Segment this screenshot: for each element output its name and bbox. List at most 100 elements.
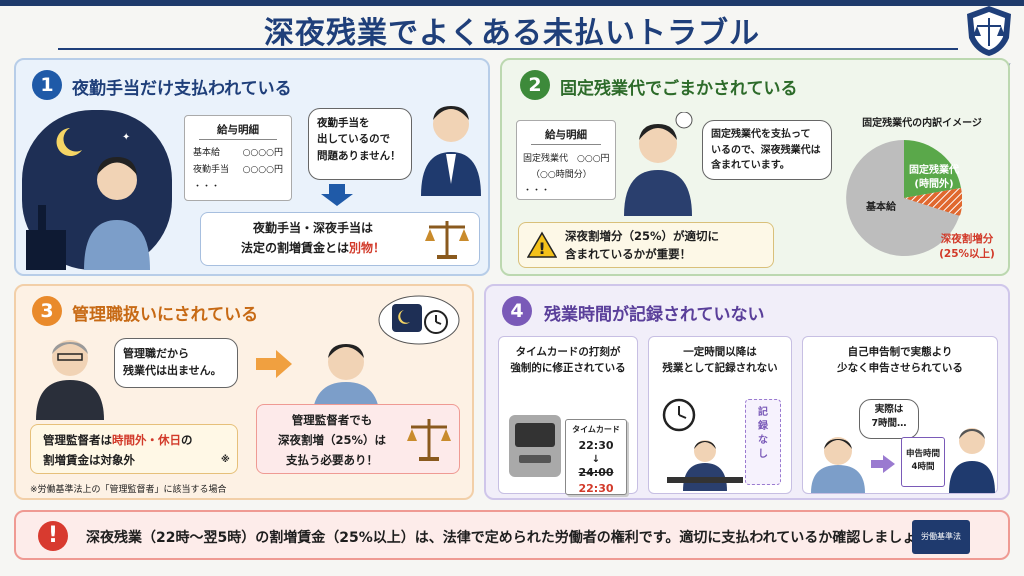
payslip-row-label: 基本給 [193,148,221,158]
alert-icon: ! [38,521,68,551]
time-card: タイムカード 22:30 ↓ 24:00 22:30 [565,419,627,495]
pie-label-base: 基本給 [865,200,897,213]
bottom-message: 深夜残業（22時〜翌5時）の割増賃金（25%以上）は、法律で定められた労働者の権… [86,530,944,546]
step-box-2: 一定時間以降は 残業として記録されない 記 録 な し [648,336,792,494]
time-card-time: 22:30 [578,439,614,452]
warning-line: 含まれているかが重要！ [565,247,692,261]
pie-chart: 基本給 [846,140,962,256]
panel-title: 固定残業代でごまかされている [560,79,798,99]
bubble-line: 残業代は出ません。 [123,364,222,378]
pie-title: 固定残業代の内訳イメージ [862,118,982,129]
no-record-box: 記 録 な し [745,399,781,485]
shield-logo-icon [967,6,1011,56]
pie-label-fixed: 固定残業代 (時間外) [904,164,964,192]
payslip-row: 固定残業代 ○○○円 [523,154,610,164]
thought-night-clock-icon [378,295,460,345]
panel-1: 1 夜勤手当だけ支払われている ✦ 給与明細 基本給 ○○○○円 夜勤手当 ○○… [14,58,490,276]
panel-4: 4 残業時間が記録されていない タイムカードの打刻が 強制的に修正されている タ… [484,284,1010,500]
bubble-line: いるので、深夜残業代は [711,144,821,156]
report-clipboard: 申告時間 4時間 [901,437,945,487]
step-text: 一定時間以降は [683,346,757,358]
warning-box: ! 深夜割増分（25%）が適切に 含まれているかが重要！ [518,222,774,268]
report-label: 申告時間 [905,449,940,459]
payslip-row-label: 夜勤手当 [193,165,230,175]
time-card-time-struck: 24:00 [578,465,614,479]
scale-icon [425,221,469,259]
pie-label-line: (25%以上) [939,247,995,260]
report-value: 4時間 [911,461,935,472]
note-line: 割増賃金は対象外 [43,453,135,467]
payslip-more: ・・・ [523,186,551,196]
svg-text:!: ! [538,239,545,258]
pie-label-line: (時間外) [914,179,954,190]
panel-title: 残業時間が記録されていない [544,305,765,325]
payslip-row: 基本給 ○○○○円 [185,140,291,158]
bubble-line: 7時間… [871,418,907,430]
payslip-row: 夜勤手当 ○○○○円 [185,158,291,175]
payslip-title: 給与明細 [199,122,277,140]
speech-bubble: 夜勤手当を 出しているので 問題ありません！ [308,108,412,180]
payslip-card: 給与明細 基本給 ○○○○円 夜勤手当 ○○○○円 ・・・ [184,115,292,201]
step-box-3: 自己申告制で実態より 少なく申告させられている 実際は 7時間… 申告時間 4時… [802,336,998,494]
boss-illustration [421,106,481,196]
scale-icon [407,419,451,461]
no-record-char: 録 [758,421,768,432]
time-card-title: タイムカード [572,425,620,434]
note-emphasis: 別物！ [349,241,386,255]
working-person-illustration [667,440,743,491]
panel-3: 3 管理職扱いにされている 管理職だから 残業代は出ません。 管理監督者は時間外… [14,284,474,500]
arrow-down-icon: ↓ [591,453,601,465]
note-box: 管理監督者は時間外・休日の 割増賃金は対象外 ※ [30,424,238,474]
pie-slice-night [904,188,962,216]
panel-number: 1 [32,70,62,100]
note-box-alert: 管理監督者でも 深夜割増（25%）は 支払う必要あり！ [256,404,460,474]
pie-slice-base [846,140,962,256]
footnote: ※労働基準法上の「管理監督者」に該当する場合 [30,485,227,495]
arrow-right-icon [871,455,895,473]
clock-icon [662,398,696,432]
panel-2: 2 固定残業代でごまかされている 給与明細 固定残業代 ○○○円 （○○時間分）… [500,58,1010,276]
payslip-more: ・・・ [193,182,221,192]
step-text: 強制的に修正されている [510,361,626,374]
note-text: の [181,433,193,447]
worried-worker-illustration [624,112,693,216]
warning-line: 深夜割増分（25%）が適切に [565,229,720,243]
panel-number: 3 [32,296,62,326]
no-record-char: な [758,435,768,446]
no-record-char: し [758,449,768,460]
note-line: 支払う必要あり！ [286,453,378,467]
speech-bubble: 管理職だから 残業代は出ません。 [114,338,238,388]
note-emphasis: 時間外・休日 [112,433,181,447]
payslip-card: 給与明細 固定残業代 ○○○円 （○○時間分） ・・・ [516,120,616,200]
no-record-char: 記 [758,407,768,418]
bubble-line: 出しているので [317,133,391,146]
step-text: 自己申告制で実態より [847,346,953,358]
payslip-row: （○○時間分） [531,170,592,180]
top-bar [0,0,1024,6]
bubble-line: 問題ありません！ [317,149,401,162]
pie-label-line: 固定残業代 [909,165,959,176]
pie-label-night: 深夜割増分 (25%以上) [932,232,1002,261]
step-text: 残業として記録されない [662,361,778,374]
panel-title: 管理職扱いにされている [72,305,259,325]
step-text: 少なく申告させられている [837,361,963,374]
note-text: 管理監督者は [43,433,112,447]
svg-text:✦: ✦ [122,132,130,143]
note-box: 夜勤手当・深夜手当は 法定の割増賃金とは別物！ [200,212,480,266]
manager-illustration [949,428,995,493]
time-card-time-modified: 22:30 [578,482,614,495]
step-text: タイムカードの打刻が [515,346,621,358]
worker-illustration [811,437,865,493]
time-clock-machine-icon [509,415,561,477]
bubble-line: 実際は [874,404,904,415]
payslip-row-value: ○○○○円 [242,165,283,175]
manager-illustration [36,340,104,420]
title-underline [58,48,958,50]
bubble-line: 夜勤手当を [317,117,370,129]
book-label: 労働基準法 [921,532,961,541]
bubble-line: 固定残業代を支払って [711,129,811,140]
note-line: 深夜割増（25%）は [277,433,387,447]
pie-slice-fixed [904,140,961,198]
warning-icon: ! [527,231,557,258]
arrow-right-icon [256,350,292,378]
